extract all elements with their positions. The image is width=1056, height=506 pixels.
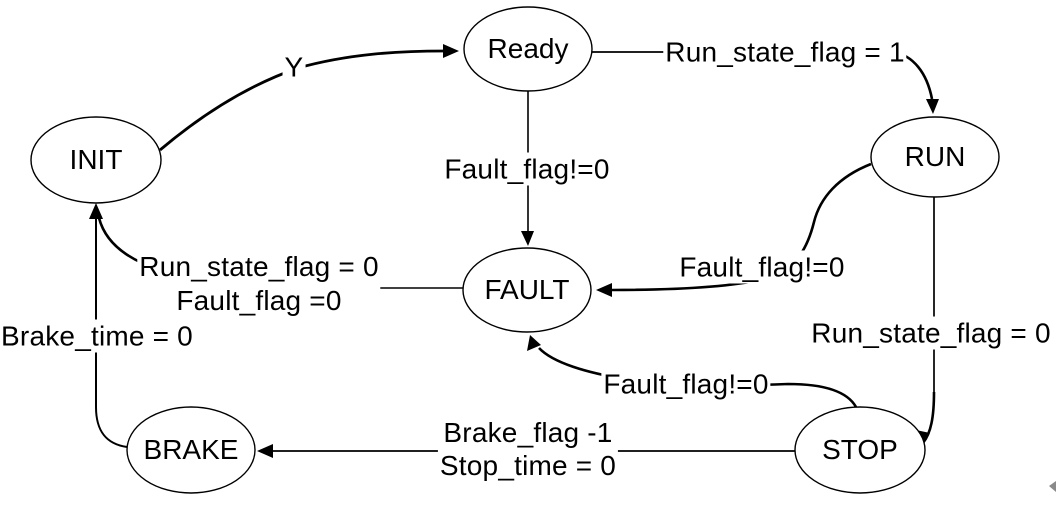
- state-node-init: [30, 116, 162, 204]
- edge-brake-init: [95, 216, 128, 448]
- edge-label-init-ready: Y: [282, 50, 306, 84]
- arrowhead-into-init: [89, 203, 103, 219]
- arrowhead-into-run: [926, 99, 939, 114]
- state-label-fault: FAULT: [484, 274, 570, 305]
- edge-label-stop-fault: Fault_flag!=0: [601, 367, 771, 401]
- edge-label-ready-run: Run_state_flag = 1: [663, 35, 907, 69]
- edge-label-brake-init: Brake_time = 0: [0, 319, 195, 353]
- arrowhead-into-fault-top: [521, 231, 534, 246]
- edge-label-ready-fault: Fault_flag!=0: [442, 152, 612, 186]
- state-label-stop: STOP: [822, 434, 898, 465]
- state-label-init: INIT: [69, 144, 123, 175]
- edge-label-run-stop: Run_state_flag = 0: [809, 316, 1053, 350]
- state-node-ready: [463, 6, 593, 92]
- edge-artifact-arrow-icon: [1049, 481, 1056, 492]
- state-label-brake: BRAKE: [143, 434, 239, 465]
- arrowhead-into-ready: [443, 44, 459, 58]
- state-label-run: RUN: [904, 141, 966, 172]
- arrowhead-into-fault-bottom: [527, 335, 541, 351]
- edge-label-stop-brake: Brake_flag -1 Stop_time = 0: [437, 416, 619, 482]
- edge-fault-init-curve: [97, 217, 143, 265]
- state-node-brake: [126, 406, 256, 494]
- state-node-stop: [794, 406, 926, 494]
- edge-label-run-fault: Fault_flag!=0: [677, 250, 847, 284]
- state-label-ready: Ready: [487, 33, 569, 64]
- arrowhead-into-fault-right: [596, 283, 612, 297]
- edge-label-fault-init: Run_state_flag = 0 Fault_flag =0: [137, 250, 381, 318]
- state-node-fault: [462, 247, 592, 333]
- state-node-run: [870, 116, 1000, 198]
- arrowhead-into-brake: [257, 444, 273, 458]
